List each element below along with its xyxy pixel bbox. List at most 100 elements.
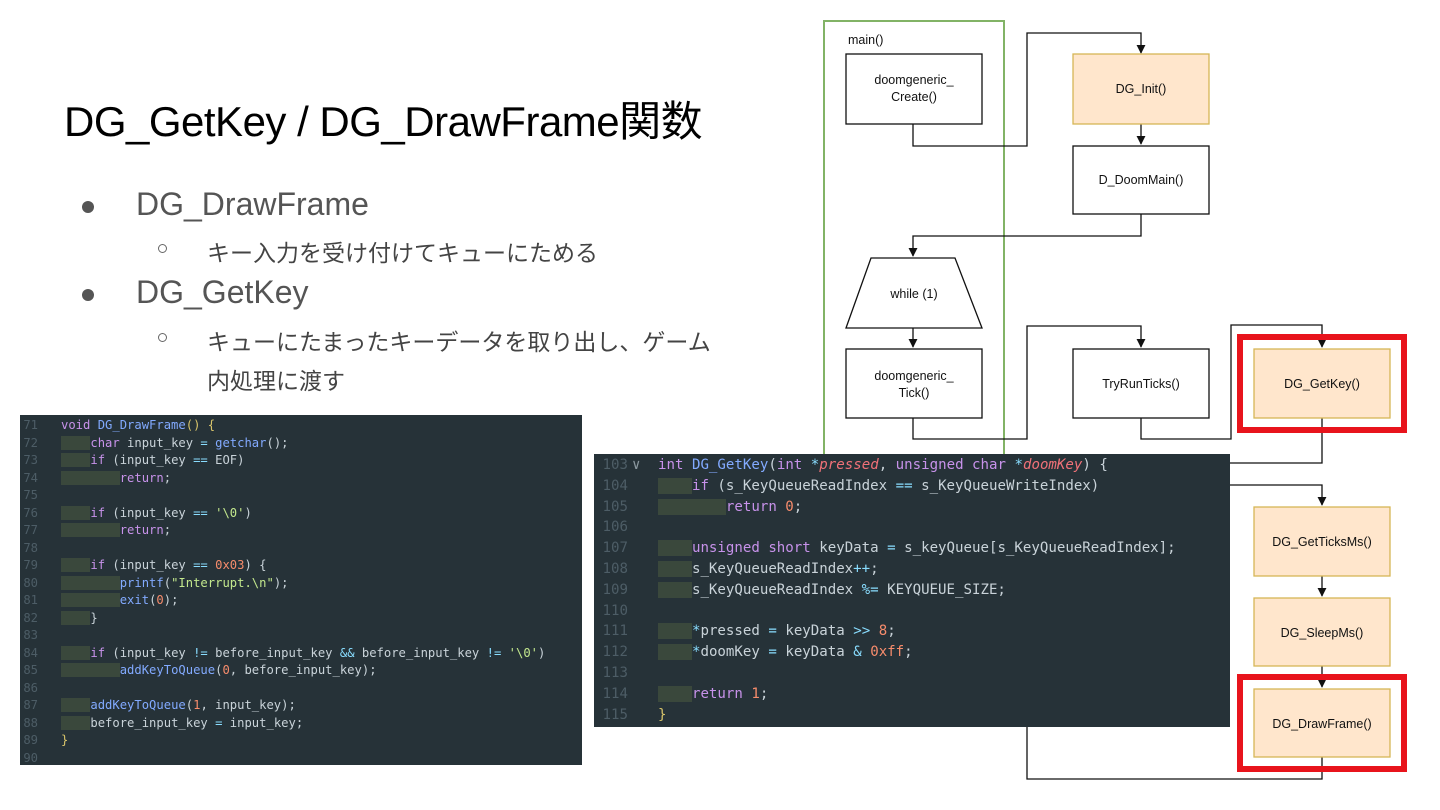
line-number: 73	[23, 453, 38, 467]
code-text: if (input_key == '\0')	[61, 505, 252, 523]
line-number: 108	[602, 561, 628, 577]
line-number: 72	[23, 435, 38, 450]
code-line: 72 char input_key = getchar();	[20, 435, 582, 453]
line-number: 88	[23, 715, 38, 730]
line-number: 78	[23, 540, 38, 555]
code-line: 111 *pressed = keyData >> 8;	[594, 621, 1230, 642]
code-line: 86	[20, 680, 582, 698]
code-text: *pressed = keyData >> 8;	[658, 621, 896, 642]
code-panel-getkey: 103∨ int DG_GetKey(int *pressed, unsigned…	[594, 454, 1230, 727]
slide-title: DG_GetKey / DG_DrawFrame関数	[64, 98, 703, 145]
line-number: 76	[23, 505, 38, 520]
line-number: 87	[23, 698, 38, 712]
line-number: 80	[23, 575, 38, 590]
code-line: 85 addKeyToQueue(0, before_input_key);	[20, 662, 582, 680]
node-getticksms-label: DG_GetTicksMs()	[1272, 535, 1372, 549]
code-text: addKeyToQueue(0, before_input_key);	[61, 662, 377, 680]
node-init	[1072, 53, 1210, 125]
line-number: 77	[23, 523, 38, 537]
code-line: 112 *doomKey = keyData & 0xff;	[594, 642, 1230, 663]
code-line: 109 s_KeyQueueReadIndex %= KEYQUEUE_SIZE…	[594, 580, 1230, 601]
code-line: 71 void DG_DrawFrame() {	[20, 417, 582, 435]
code-line: 79 if (input_key == 0x03) {	[20, 557, 582, 575]
line-number: 79	[23, 558, 38, 572]
code-text: exit(0);	[61, 592, 178, 610]
code-line: 84 if (input_key != before_input_key && …	[20, 645, 582, 663]
line-number: 84	[23, 645, 38, 660]
code-line: 75	[20, 487, 582, 505]
code-line: 107 unsigned short keyData = s_keyQueue[…	[594, 538, 1230, 559]
code-line: 108 s_KeyQueueReadIndex++;	[594, 559, 1230, 580]
line-number: 105	[602, 498, 628, 515]
node-init-label: DG_Init()	[1116, 82, 1167, 96]
code-line: 104 if (s_KeyQueueReadIndex == s_KeyQueu…	[594, 476, 1230, 497]
code-text: int DG_GetKey(int *pressed, unsigned cha…	[658, 457, 1108, 473]
line-number: 110	[602, 602, 628, 619]
node-doommain	[1072, 145, 1210, 215]
line-number: 106	[602, 519, 628, 536]
node-tick	[845, 348, 983, 419]
bullet-drawframe: DG_DrawFrame	[136, 186, 369, 222]
node-doommain-label: D_DoomMain()	[1099, 173, 1184, 187]
drawframe-emphasis-frame	[1237, 674, 1407, 772]
node-tryrunticks	[1072, 348, 1210, 419]
bullet-getkey-desc-2: 内処理に渡す	[207, 369, 345, 395]
line-number: 104	[602, 477, 628, 494]
bullet-drawframe-desc: キー入力を受け付けてキューにためる	[207, 241, 598, 267]
code-text: }	[658, 706, 667, 723]
node-while-label: while (1)	[889, 287, 937, 301]
code-text: void DG_DrawFrame() {	[61, 418, 216, 432]
line-number: 86	[23, 680, 38, 695]
code-line: 90	[20, 750, 582, 766]
code-line: 83	[20, 627, 582, 645]
bullet-dot	[82, 201, 94, 213]
code-text: s_KeyQueueReadIndex++;	[658, 559, 879, 580]
code-line: 88 before_input_key = input_key;	[20, 715, 582, 733]
code-panel-drawframe: 71 void DG_DrawFrame() { 72 char input_key…	[20, 415, 582, 765]
line-number: 74	[23, 470, 38, 485]
code-text: if (input_key == EOF)	[61, 452, 244, 470]
code-text: char input_key = getchar();	[61, 435, 289, 453]
sub-bullet-dot	[158, 244, 167, 253]
code-line: 82 }	[20, 610, 582, 628]
code-line: 81 exit(0);	[20, 592, 582, 610]
code-line: 73 if (input_key == EOF)	[20, 452, 582, 470]
node-getkey-label: DG_GetKey()	[1284, 377, 1360, 391]
code-line: 87 addKeyToQueue(1, input_key);	[20, 697, 582, 715]
line-number: 90	[23, 750, 38, 765]
code-text: }	[61, 733, 69, 747]
code-line: 103∨ int DG_GetKey(int *pressed, unsigned…	[594, 455, 1230, 476]
line-number: 81	[23, 593, 38, 607]
line-number: 103	[602, 457, 628, 473]
line-number: 113	[602, 665, 628, 681]
node-tryrunticks-label: TryRunTicks()	[1102, 377, 1180, 391]
code-line: 78	[20, 540, 582, 558]
line-number: 115	[602, 706, 628, 723]
node-create-line2: Create()	[891, 90, 937, 104]
code-line: 74 return;	[20, 470, 582, 488]
node-getticksms	[1253, 506, 1391, 577]
sub-bullet-dot	[158, 333, 167, 342]
code-text: return 0;	[658, 497, 802, 518]
node-sleepms	[1253, 597, 1391, 667]
code-text: addKeyToQueue(1, input_key);	[61, 697, 296, 715]
node-tick-line2: Tick()	[899, 386, 930, 400]
main-label: main()	[848, 33, 883, 47]
code-line: 114 return 1;	[594, 684, 1230, 705]
line-number: 109	[602, 581, 628, 598]
code-text: *doomKey = keyData & 0xff;	[658, 642, 913, 663]
code-text: return;	[61, 470, 171, 488]
code-line: 77 return;	[20, 522, 582, 540]
bullet-getkey-desc-1: キューにたまったキーデータを取り出し、ゲーム	[207, 330, 711, 356]
line-number: 71	[23, 418, 38, 432]
node-create	[845, 53, 983, 125]
line-number: 82	[23, 610, 38, 625]
code-line: 110	[594, 601, 1230, 622]
line-number: 112	[602, 644, 628, 661]
code-line: 80 printf("Interrupt.\n");	[20, 575, 582, 593]
fold-chevron-icon[interactable]: ∨	[632, 457, 641, 473]
node-drawframe	[1253, 688, 1391, 758]
code-text: before_input_key = input_key;	[61, 715, 303, 733]
bullet-getkey: DG_GetKey	[136, 274, 309, 310]
